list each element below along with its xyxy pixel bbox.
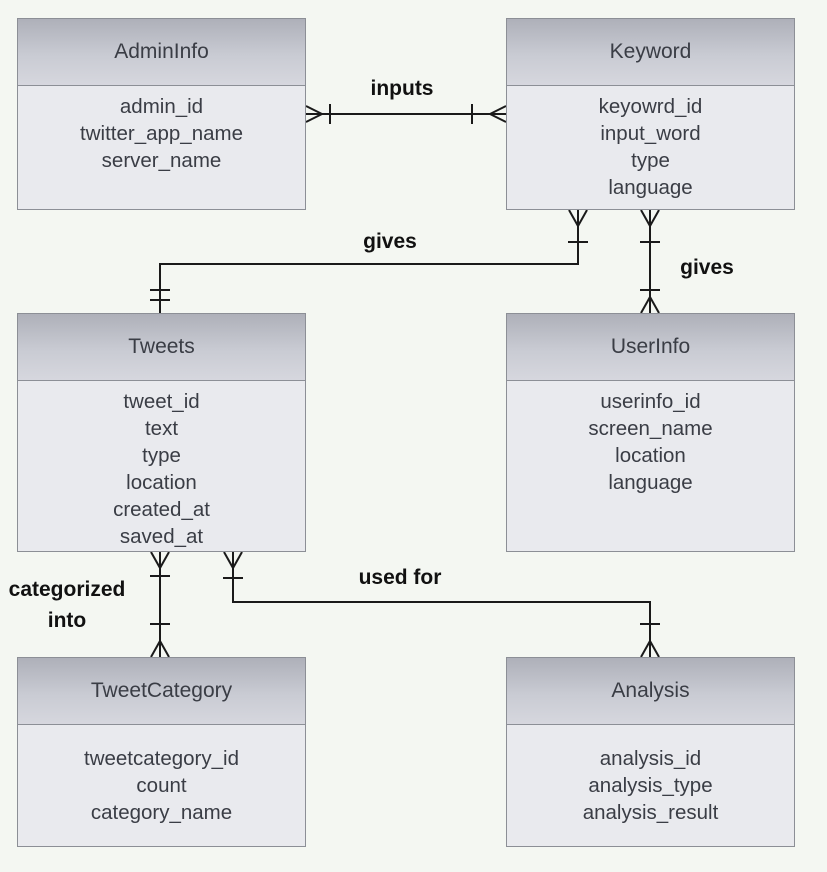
attribute: tweetcategory_id: [84, 747, 239, 770]
connector-gives-tweets: [150, 209, 588, 313]
attribute: tweet_id: [123, 390, 200, 413]
attribute: language: [608, 471, 693, 494]
entity-userinfo: UserInfo userinfo_id screen_name locatio…: [506, 313, 795, 552]
attribute: analysis_type: [588, 774, 713, 797]
relationship-label-gives-tweets: gives: [363, 230, 417, 253]
connector-gives-userinfo: [640, 209, 660, 314]
connector-inputs: [305, 104, 507, 124]
attribute: screen_name: [588, 417, 713, 440]
attribute: saved_at: [119, 525, 204, 548]
entity-tweets: Tweets tweet_id text type location creat…: [17, 313, 306, 552]
relationship-label-inputs: inputs: [370, 77, 434, 100]
connector-used-for: [223, 551, 660, 658]
entity-title: AdminInfo: [18, 19, 305, 86]
relationship-label-categorized-into: categorized into: [8, 578, 126, 632]
entity-title: Keyword: [507, 19, 794, 86]
attribute: keyowrd_id: [598, 95, 703, 118]
entity-admininfo: AdminInfo admin_id twitter_app_name serv…: [17, 18, 306, 210]
entity-attributes: tweet_id text type location created_at s…: [18, 381, 305, 550]
attribute: count: [136, 774, 187, 797]
attribute: created_at: [113, 498, 210, 521]
attribute: text: [144, 417, 179, 440]
entity-title: UserInfo: [507, 314, 794, 381]
attribute: admin_id: [119, 95, 204, 118]
entity-attributes: tweetcategory_id count category_name: [18, 725, 305, 826]
relationship-label-used-for: used for: [358, 566, 442, 589]
attribute: category_name: [90, 801, 233, 824]
entity-analysis: Analysis analysis_id analysis_type analy…: [506, 657, 795, 847]
connector-categorized-into: [150, 551, 170, 658]
entity-attributes: admin_id twitter_app_name server_name: [18, 86, 305, 174]
attribute: analysis_result: [582, 801, 719, 824]
entity-title: TweetCategory: [18, 658, 305, 725]
relationship-label-gives-userinfo: gives: [680, 256, 734, 279]
attribute: language: [608, 176, 693, 199]
attribute: input_word: [600, 122, 701, 145]
attribute: twitter_app_name: [80, 122, 243, 145]
attribute: type: [142, 444, 181, 467]
attribute: userinfo_id: [600, 390, 701, 413]
attribute: server_name: [101, 149, 222, 172]
entity-attributes: analysis_id analysis_type analysis_resul…: [507, 725, 794, 826]
attribute: type: [631, 149, 670, 172]
entity-attributes: userinfo_id screen_name location languag…: [507, 381, 794, 496]
entity-tweetcategory: TweetCategory tweetcategory_id count cat…: [17, 657, 306, 847]
entity-attributes: keyowrd_id input_word type language: [507, 86, 794, 201]
entity-title: Tweets: [18, 314, 305, 381]
attribute: location: [615, 444, 686, 467]
entity-keyword: Keyword keyowrd_id input_word type langu…: [506, 18, 795, 210]
attribute: location: [126, 471, 197, 494]
attribute: analysis_id: [599, 747, 702, 770]
entity-title: Analysis: [507, 658, 794, 725]
